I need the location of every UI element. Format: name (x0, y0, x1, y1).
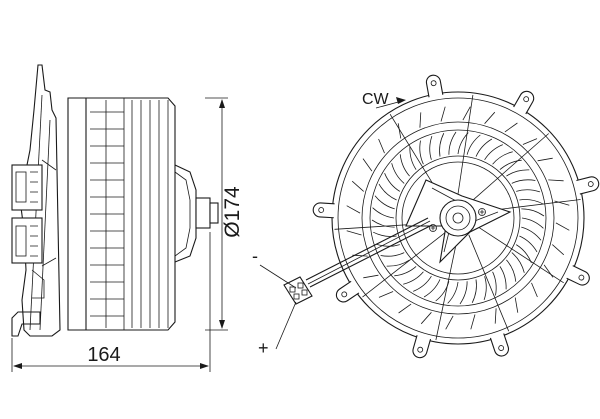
diameter-label: Ø174 (221, 186, 244, 238)
rotation-label: CW (362, 91, 390, 108)
width-dimension: 164 (11, 232, 211, 372)
plus-terminal-label: + (258, 338, 269, 358)
diameter-dimension: Ø174 (205, 97, 244, 331)
minus-terminal-label: - (252, 246, 258, 266)
side-view (11, 64, 219, 337)
screw-icon (478, 208, 486, 216)
screw-icon (429, 224, 437, 232)
wire-harness (283, 217, 433, 305)
front-view (312, 74, 600, 359)
rotation-indicator: CW (362, 91, 406, 109)
terminal-markers: - + (252, 246, 297, 358)
width-label: 164 (87, 344, 120, 366)
connector-plug (283, 276, 313, 305)
